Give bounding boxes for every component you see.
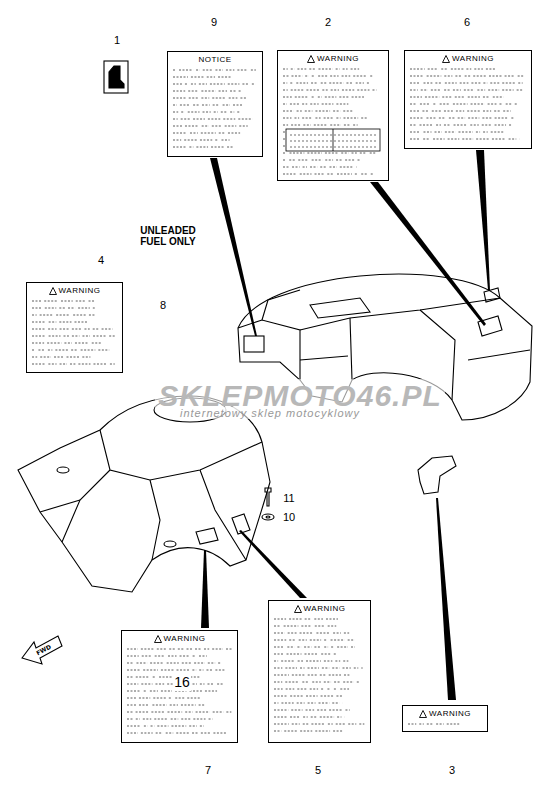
warning-sticker: WARNING <box>26 282 123 373</box>
callout-number: 1 <box>114 34 120 46</box>
fuel-label: UNLEADED FUEL ONLY <box>133 225 203 247</box>
sticker-text-strokes <box>168 52 262 156</box>
watermark: internetowy sklep motocyklowy <box>177 407 363 419</box>
washer-part <box>262 514 274 520</box>
sticker-text-strokes <box>269 601 370 742</box>
warning-triangle <box>307 55 315 63</box>
callout-number: 5 <box>315 764 321 776</box>
sticker-heading: WARNING <box>304 604 346 613</box>
sticker-icon <box>109 66 124 88</box>
callout-number: 9 <box>211 16 217 28</box>
fwd-arrow <box>22 636 62 664</box>
sticker-text-strokes <box>405 51 531 148</box>
front-fender <box>18 396 270 592</box>
warning-triangle <box>419 710 427 718</box>
callout-number: 4 <box>98 254 104 266</box>
warning-triangle <box>49 287 57 295</box>
callout-number: 6 <box>464 16 470 28</box>
circle-number: 16 <box>173 675 191 690</box>
warning-sticker: WARNING <box>404 50 532 149</box>
washer-part <box>266 516 270 518</box>
sticker-icon <box>104 61 128 93</box>
warning-triangle <box>294 605 302 613</box>
sticker-heading: WARNING <box>317 54 359 63</box>
warning-sticker: NOTICE <box>167 51 263 157</box>
callout-number: 3 <box>449 764 455 776</box>
sticker-heading: WARNING <box>59 286 101 295</box>
warning-sticker: WARNING <box>268 600 371 743</box>
warning-sticker: WARNING <box>277 50 389 181</box>
callout-number: 11 <box>283 492 294 504</box>
sticker-text-strokes <box>27 283 122 372</box>
sticker-heading: WARNING <box>164 634 206 643</box>
sticker-heading: WARNING <box>452 54 494 63</box>
bracket-part <box>418 456 456 494</box>
warning-sticker: WARNING <box>402 705 488 732</box>
warning-triangle <box>442 55 450 63</box>
sticker-text-strokes <box>278 51 388 180</box>
sticker-heading: WARNING <box>429 709 471 718</box>
callout-number: 7 <box>205 764 211 776</box>
sticker-heading: NOTICE <box>198 55 231 64</box>
warning-triangle <box>154 635 162 643</box>
bolt-part <box>265 488 271 506</box>
callout-number: 10 <box>283 511 295 523</box>
callout-number: 2 <box>325 16 331 28</box>
callout-number: 8 <box>160 299 166 311</box>
